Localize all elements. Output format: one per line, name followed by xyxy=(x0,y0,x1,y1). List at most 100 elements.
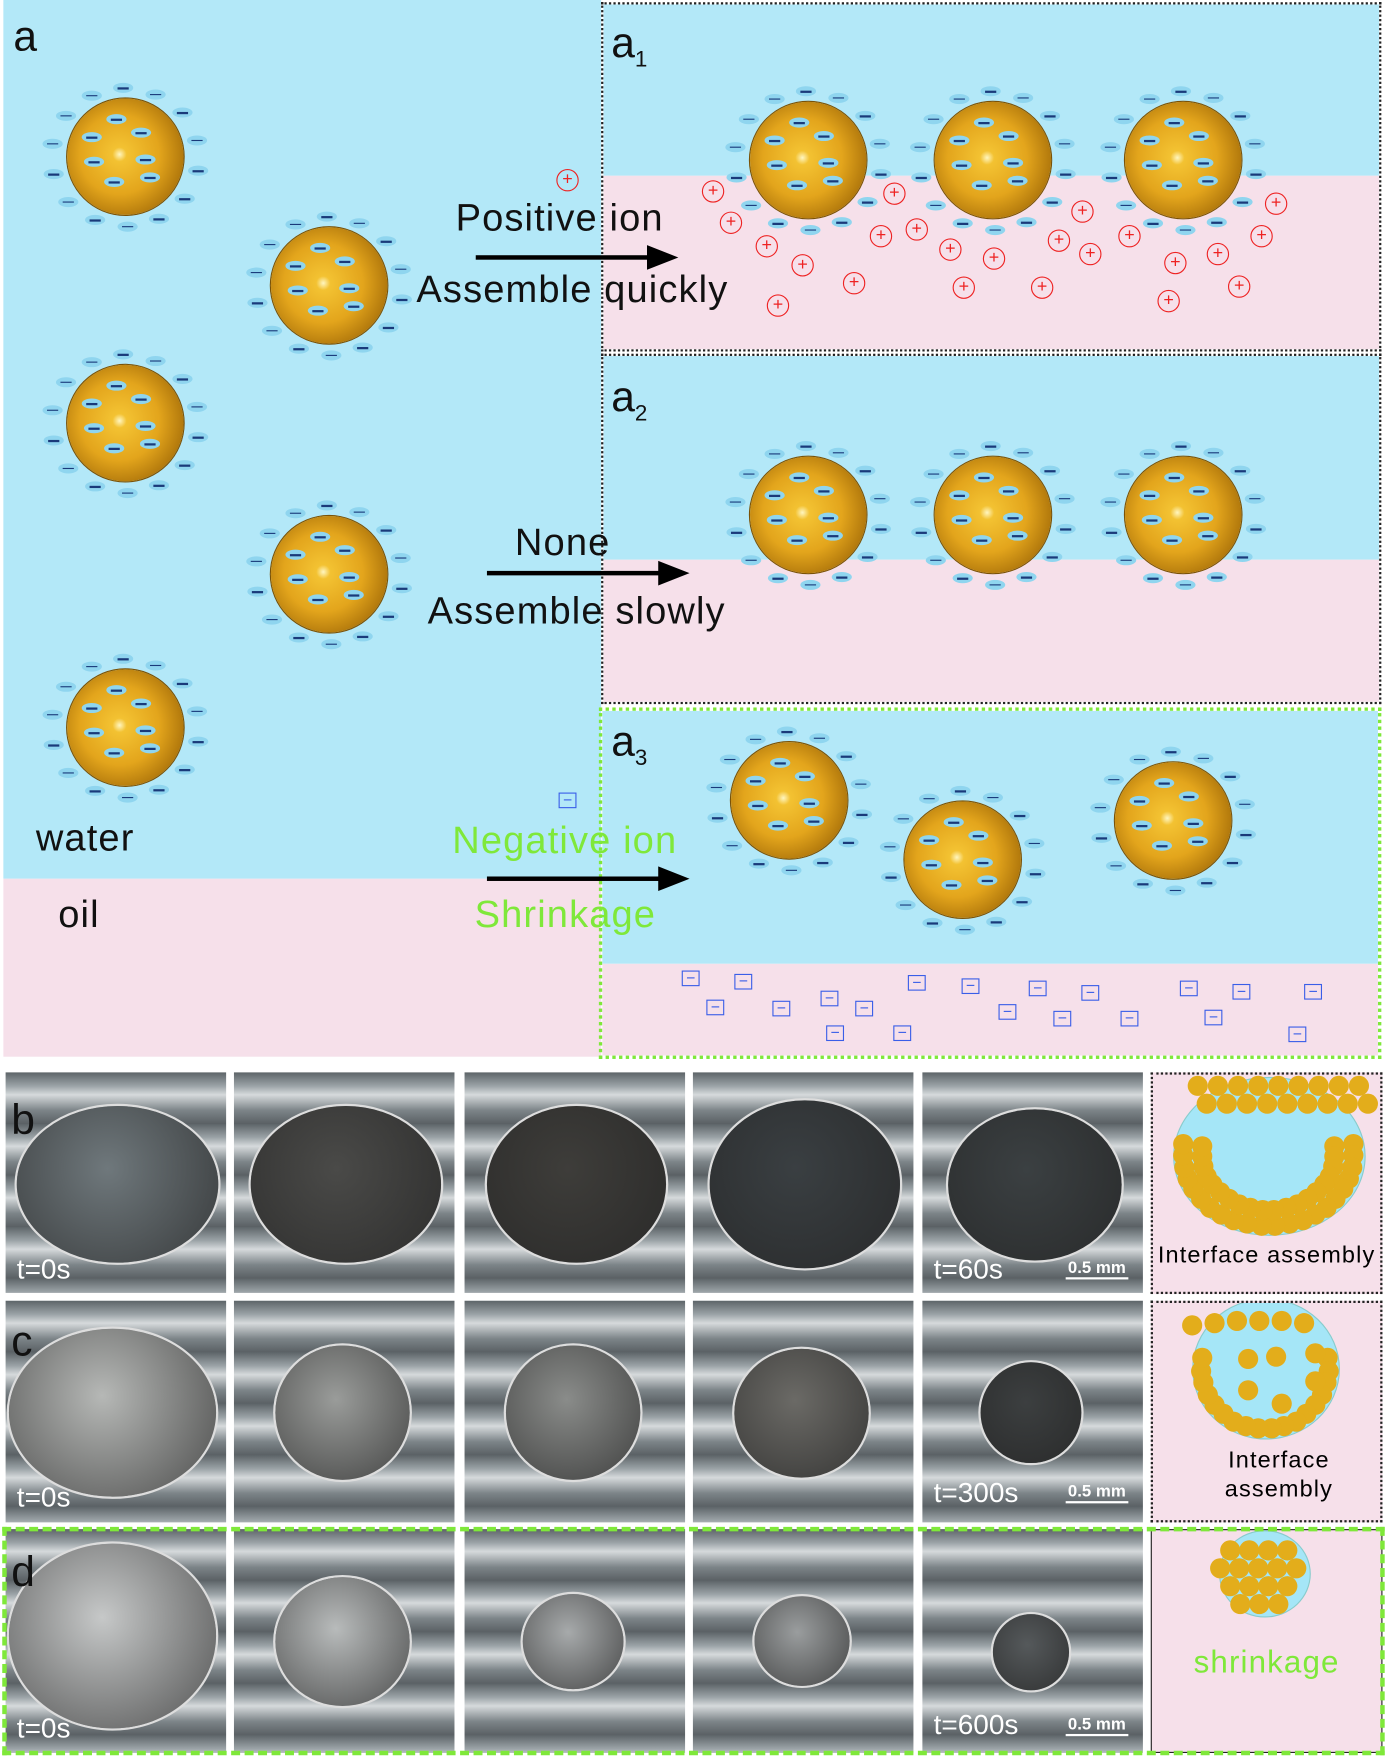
surface-charge xyxy=(43,740,64,751)
a2-condition: None xyxy=(514,521,611,565)
positive-ion: + xyxy=(1264,192,1288,215)
surface-charge xyxy=(880,841,901,852)
surface-charge xyxy=(812,857,833,868)
charge xyxy=(1141,514,1162,525)
surface-charge xyxy=(739,113,760,124)
surface-charge xyxy=(1174,579,1196,590)
particle-dot xyxy=(1266,1346,1287,1367)
surface-charge xyxy=(262,614,283,625)
schematic-b-label: Interface assembly xyxy=(1157,1242,1376,1269)
surface-charge xyxy=(780,865,802,876)
surface-charge xyxy=(952,573,973,584)
surface-charge xyxy=(726,527,747,538)
surface-charge xyxy=(1234,798,1255,810)
surface-charge xyxy=(1054,138,1075,149)
panel-d-highlight xyxy=(2,1526,1385,1756)
particle-dot xyxy=(1277,1576,1298,1597)
particle-dot xyxy=(1238,1380,1259,1401)
surface-charge xyxy=(174,460,195,471)
charge xyxy=(803,816,824,827)
charge xyxy=(968,830,989,841)
particle-dot xyxy=(1258,1576,1279,1597)
surface-charge xyxy=(145,355,166,366)
particle-dot xyxy=(1182,1315,1203,1336)
surface-charge xyxy=(1114,468,1135,479)
surface-charge xyxy=(1055,524,1076,535)
negative-ion: − xyxy=(558,791,577,809)
surface-charge xyxy=(1139,93,1160,104)
surface-charge xyxy=(186,706,208,717)
particle-dot xyxy=(1271,1310,1292,1331)
positive-ion: + xyxy=(1079,242,1102,266)
particle-dot xyxy=(1220,1576,1241,1597)
a3-oil xyxy=(602,963,1378,1056)
surface-charge xyxy=(828,92,849,103)
surface-charge xyxy=(58,463,79,474)
particle-dot xyxy=(1207,1075,1228,1096)
surface-charge xyxy=(246,267,267,278)
surface-charge xyxy=(739,468,760,479)
surface-charge xyxy=(1244,493,1265,504)
surface-charge xyxy=(187,432,208,443)
surface-charge xyxy=(1091,833,1112,844)
surface-charge xyxy=(851,809,872,820)
surface-charge xyxy=(1041,552,1062,563)
charge xyxy=(1164,117,1185,128)
particle-dot xyxy=(1267,1558,1288,1579)
surface-charge xyxy=(1171,441,1192,452)
positive-ion: + xyxy=(1118,224,1141,248)
surface-charge xyxy=(1100,141,1121,152)
surface-charge xyxy=(922,918,943,929)
surface-charge xyxy=(288,344,309,355)
particle-dot xyxy=(1258,1540,1279,1561)
positive-ion: + xyxy=(701,180,725,203)
particle-dot xyxy=(1268,1075,1289,1096)
particle-dot xyxy=(1294,1313,1315,1334)
surface-charge xyxy=(949,448,970,459)
surface-charge xyxy=(375,525,396,536)
particle-dot xyxy=(1249,1310,1270,1331)
surface-charge xyxy=(726,172,747,183)
surface-charge xyxy=(42,709,64,720)
charge xyxy=(130,127,152,138)
surface-charge xyxy=(349,506,370,517)
arrow-a2 xyxy=(486,560,690,586)
surface-charge xyxy=(1016,572,1037,583)
surface-charge xyxy=(926,555,947,566)
surface-charge xyxy=(84,481,106,492)
charge xyxy=(287,574,308,585)
charge xyxy=(1154,777,1175,789)
surface-charge xyxy=(171,374,193,385)
charge xyxy=(1002,512,1024,523)
negative-ion: − xyxy=(681,969,700,987)
charge xyxy=(766,514,787,525)
charge xyxy=(921,859,942,870)
scale-bar-c: 0.5 mm xyxy=(1065,1482,1129,1504)
surface-charge xyxy=(895,899,917,910)
charge xyxy=(1197,175,1218,186)
surface-charge xyxy=(952,218,973,229)
surface-charge xyxy=(1055,169,1076,180)
particle-dot xyxy=(1191,1348,1212,1369)
surface-charge xyxy=(984,579,1005,590)
negative-ion: − xyxy=(1304,983,1323,1000)
negative-ion: − xyxy=(706,999,725,1016)
charge xyxy=(949,490,970,501)
charge xyxy=(130,394,152,405)
surface-charge xyxy=(1219,771,1240,782)
surface-charge xyxy=(707,812,728,824)
surface-charge xyxy=(910,496,931,507)
surface-charge xyxy=(984,224,1005,236)
charge xyxy=(334,545,355,556)
charge xyxy=(1164,472,1185,483)
time-c-start: t=0s xyxy=(16,1482,71,1514)
droplet-photo xyxy=(5,1072,227,1293)
charge xyxy=(789,117,810,128)
charge xyxy=(104,176,125,187)
surface-charge xyxy=(391,583,412,594)
charge xyxy=(1007,175,1028,186)
surface-charge xyxy=(377,611,399,622)
surface-charge xyxy=(1041,197,1062,208)
charge xyxy=(1197,530,1218,541)
surface-charge xyxy=(247,586,268,597)
